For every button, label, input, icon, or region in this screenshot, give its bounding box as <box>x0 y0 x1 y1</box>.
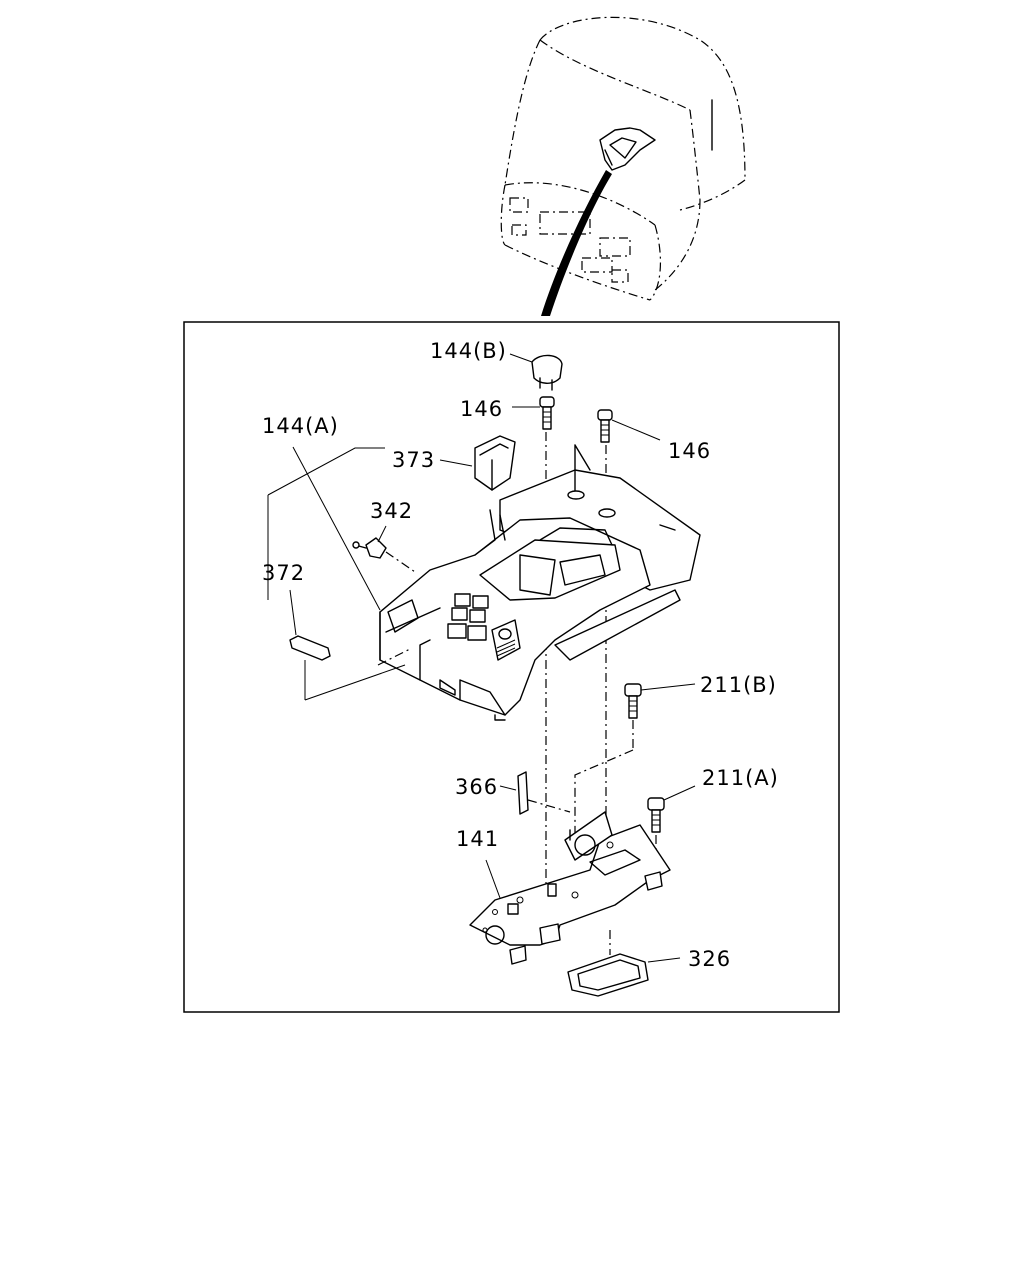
bolt-211b <box>574 683 696 835</box>
bolt-211a <box>647 785 696 880</box>
label-144b: 144(B) <box>430 339 507 363</box>
truck-cab-illustration <box>500 16 746 316</box>
floor-console-144a <box>379 444 701 721</box>
label-141: 141 <box>456 827 499 851</box>
label-372: 372 <box>262 561 305 585</box>
label-144a: 144(A) <box>262 414 339 438</box>
part-373-tray <box>439 435 516 491</box>
label-146-right: 146 <box>668 439 711 463</box>
label-326: 326 <box>688 947 731 971</box>
part-372-cover <box>289 589 331 661</box>
label-366: 366 <box>455 775 498 799</box>
part-366-spacer <box>499 771 571 815</box>
detail-frame <box>183 321 840 1013</box>
label-211b: 211(B) <box>700 673 777 697</box>
label-373: 373 <box>392 448 435 472</box>
screw-146-left <box>512 396 555 430</box>
part-144b-cap <box>509 353 563 391</box>
part-141-bracket <box>469 811 671 965</box>
label-342: 342 <box>370 499 413 523</box>
label-146-left: 146 <box>460 397 503 421</box>
part-342-clip <box>352 525 416 573</box>
label-211a: 211(A) <box>702 766 779 790</box>
part-326-grommet <box>567 953 681 997</box>
leader-144a <box>267 446 413 701</box>
screw-146-right <box>597 409 661 443</box>
